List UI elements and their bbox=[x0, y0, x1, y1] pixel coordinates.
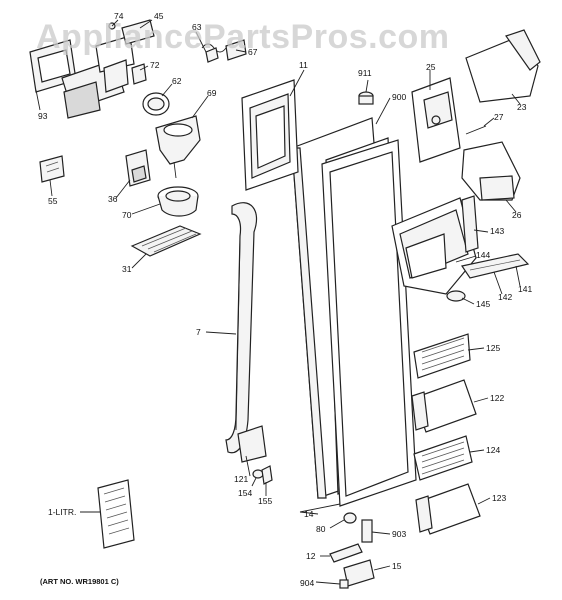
callout-125: 125 bbox=[486, 343, 500, 353]
callout-155: 155 bbox=[258, 496, 272, 506]
grille-part-31 bbox=[130, 225, 202, 257]
callout-27: 27 bbox=[494, 112, 504, 122]
callout-31: 31 bbox=[122, 264, 132, 274]
callout-900: 900 bbox=[392, 92, 406, 102]
ring-part-62 bbox=[142, 92, 170, 116]
callout-154: 154 bbox=[238, 488, 252, 498]
callout-904: 904 bbox=[300, 578, 314, 588]
tube-part-903 bbox=[361, 519, 373, 543]
bushing-part-155 bbox=[261, 465, 273, 485]
callout-11: 11 bbox=[299, 60, 308, 70]
callout-145: 145 bbox=[476, 299, 490, 309]
callout-69: 69 bbox=[207, 88, 217, 98]
bin-part-122 bbox=[411, 379, 477, 433]
screw-part-27 bbox=[465, 125, 487, 135]
callout-72: 72 bbox=[150, 60, 160, 70]
art-number: (ART NO. WR19801 C) bbox=[40, 577, 119, 586]
lever-part-36 bbox=[125, 149, 151, 187]
bin-part-123 bbox=[415, 483, 481, 535]
callout-143: 143 bbox=[490, 226, 504, 236]
callout-7: 7 bbox=[196, 327, 201, 337]
door-handle-part-7 bbox=[225, 202, 258, 454]
dispenser-module bbox=[61, 35, 135, 119]
callout-123: 123 bbox=[492, 493, 506, 503]
light-switch-part-55 bbox=[39, 155, 65, 183]
cap-part-904 bbox=[339, 579, 349, 589]
callout-903: 903 bbox=[392, 529, 406, 539]
bin-part-26 bbox=[461, 141, 521, 201]
callout-122: 122 bbox=[490, 393, 504, 403]
actuator-part-45 bbox=[121, 19, 155, 45]
cam-part-154 bbox=[252, 469, 264, 479]
literature-manual bbox=[97, 479, 135, 549]
dispenser-cup-part-911 bbox=[358, 91, 374, 105]
callout-14: 14 bbox=[304, 509, 314, 519]
callout-70: 70 bbox=[122, 210, 132, 220]
callout-26: 26 bbox=[512, 210, 522, 220]
watermark: AppliancePartsPros.com bbox=[36, 18, 449, 56]
callout-911: 911 bbox=[358, 68, 372, 78]
bin-part-23 bbox=[465, 29, 541, 103]
pad-part-145 bbox=[446, 290, 466, 302]
leader-lines bbox=[35, 19, 521, 585]
callout-12: 12 bbox=[306, 551, 316, 561]
callout-labels: 74 45 63 67 72 62 69 93 55 36 70 31 7 11… bbox=[38, 11, 532, 588]
dispenser-cover-part-11 bbox=[241, 79, 299, 191]
callout-62: 62 bbox=[172, 76, 182, 86]
callout-141: 141 bbox=[518, 284, 532, 294]
callout-121: 121 bbox=[234, 474, 248, 484]
switch-part-72 bbox=[131, 63, 147, 85]
bracket-part-12 bbox=[329, 543, 363, 563]
dispenser-arm-part-142 bbox=[461, 253, 530, 279]
callout-1-litr: 1-LITR. bbox=[48, 507, 76, 517]
trim-part-143 bbox=[461, 195, 479, 253]
callout-93: 93 bbox=[38, 111, 48, 121]
callout-144: 144 bbox=[476, 250, 490, 260]
shelf-part-124 bbox=[413, 435, 473, 481]
cup-part-70 bbox=[157, 186, 199, 217]
spring-part-63 bbox=[201, 43, 227, 63]
callout-25: 25 bbox=[426, 62, 436, 72]
callout-63: 63 bbox=[192, 22, 202, 32]
callout-80: 80 bbox=[316, 524, 326, 534]
callout-67: 67 bbox=[248, 47, 258, 57]
callout-124: 124 bbox=[486, 445, 500, 455]
chute-assembly-part-144 bbox=[391, 197, 477, 295]
callout-23: 23 bbox=[517, 102, 527, 112]
chute-part-25 bbox=[411, 77, 461, 163]
callout-74: 74 bbox=[114, 11, 124, 21]
callout-45: 45 bbox=[154, 11, 164, 21]
callout-55: 55 bbox=[48, 196, 58, 206]
bushing-part-80 bbox=[343, 512, 357, 524]
callout-36: 36 bbox=[108, 194, 118, 204]
funnel-part-69 bbox=[155, 115, 201, 179]
gasket-bottom-part-14 bbox=[299, 503, 341, 513]
shelf-part-125 bbox=[413, 333, 471, 379]
callout-142: 142 bbox=[498, 292, 512, 302]
hinge-part-121 bbox=[237, 425, 267, 463]
callout-15: 15 bbox=[392, 561, 402, 571]
